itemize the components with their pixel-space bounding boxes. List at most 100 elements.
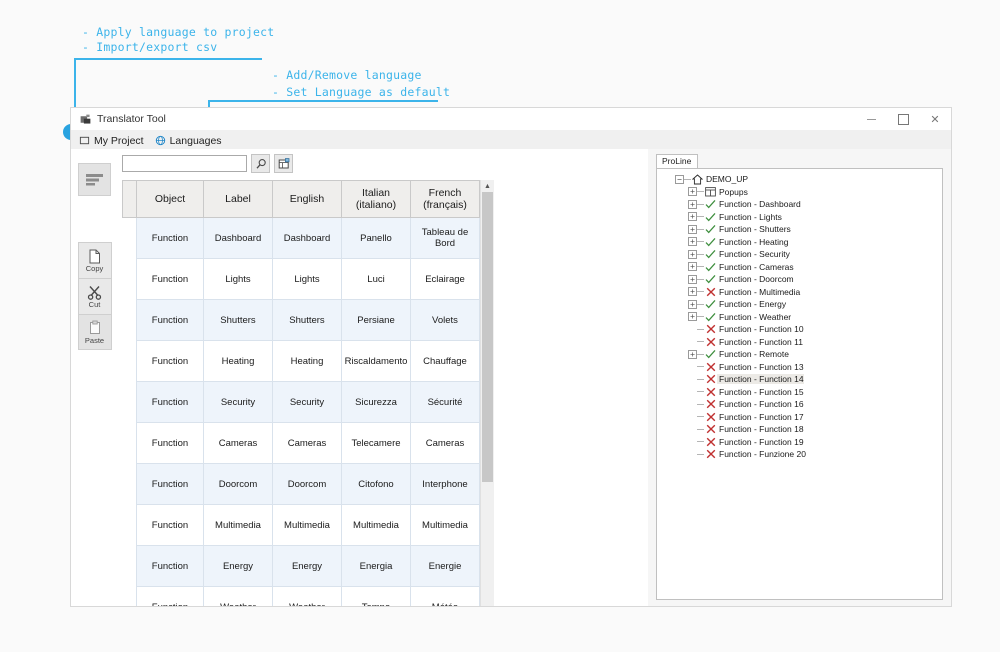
- table-cell[interactable]: Function: [136, 381, 204, 423]
- table-cell[interactable]: Doorcom: [272, 463, 342, 505]
- table-cell[interactable]: Multimedia: [341, 504, 411, 546]
- tree-node[interactable]: +Function - Security: [657, 248, 942, 261]
- table-cell[interactable]: Eclairage: [410, 258, 480, 300]
- search-input[interactable]: [122, 155, 247, 172]
- table-cell[interactable]: Security: [272, 381, 342, 423]
- tree-node[interactable]: Function - Function 14: [657, 373, 942, 386]
- tree-node[interactable]: Function - Function 15: [657, 386, 942, 399]
- table-cell[interactable]: Telecamere: [341, 422, 411, 464]
- table-cell[interactable]: Tableau de Bord: [410, 217, 480, 259]
- column-header-french[interactable]: French(français): [410, 180, 480, 218]
- row-selector-cell[interactable]: [122, 299, 137, 341]
- table-cell[interactable]: Function: [136, 340, 204, 382]
- row-selector-cell[interactable]: [122, 381, 137, 423]
- collapse-icon[interactable]: −: [675, 174, 684, 184]
- table-cell[interactable]: Cameras: [203, 422, 273, 464]
- table-cell[interactable]: Energia: [341, 545, 411, 587]
- expand-icon[interactable]: +: [688, 312, 697, 322]
- row-selector-cell[interactable]: [122, 340, 137, 382]
- column-header-object[interactable]: Object: [136, 180, 204, 218]
- tree-node[interactable]: +Function - Lights: [657, 211, 942, 224]
- table-cell[interactable]: Chauffage: [410, 340, 480, 382]
- table-cell[interactable]: Dashboard: [272, 217, 342, 259]
- table-cell[interactable]: Cameras: [410, 422, 480, 464]
- tree-node[interactable]: Function - Funzione 20: [657, 448, 942, 461]
- table-cell[interactable]: Security: [203, 381, 273, 423]
- expand-icon[interactable]: +: [688, 249, 697, 259]
- tree-node[interactable]: Function - Function 17: [657, 411, 942, 424]
- tree-node[interactable]: +Popups: [657, 186, 942, 199]
- scroll-thumb[interactable]: [482, 192, 493, 482]
- table-cell[interactable]: Doorcom: [203, 463, 273, 505]
- expand-icon[interactable]: +: [688, 262, 697, 272]
- expand-icon[interactable]: +: [688, 237, 697, 247]
- table-cell[interactable]: Volets: [410, 299, 480, 341]
- expand-icon[interactable]: +: [688, 287, 697, 297]
- table-cell[interactable]: Weather: [272, 586, 342, 606]
- expand-icon[interactable]: +: [688, 299, 697, 309]
- table-cell[interactable]: Interphone: [410, 463, 480, 505]
- table-cell[interactable]: Lights: [272, 258, 342, 300]
- row-selector-cell[interactable]: [122, 217, 137, 259]
- tree-node[interactable]: +Function - Weather: [657, 311, 942, 324]
- tree-node[interactable]: +Function - Remote: [657, 348, 942, 361]
- table-cell[interactable]: Shutters: [203, 299, 273, 341]
- table-cell[interactable]: Citofono: [341, 463, 411, 505]
- row-selector-cell[interactable]: [122, 422, 137, 464]
- tree-node[interactable]: −DEMO_UP: [657, 173, 942, 186]
- row-selector-cell[interactable]: [122, 586, 137, 606]
- row-selector-cell[interactable]: [122, 258, 137, 300]
- table-cell[interactable]: Persiane: [341, 299, 411, 341]
- table-cell[interactable]: Multimedia: [272, 504, 342, 546]
- table-cell[interactable]: Function: [136, 258, 204, 300]
- row-selector-cell[interactable]: [122, 504, 137, 546]
- minimize-button[interactable]: [855, 108, 887, 130]
- tree-node[interactable]: +Function - Cameras: [657, 261, 942, 274]
- table-scrollbar[interactable]: ▲: [480, 180, 494, 606]
- menu-item-my-project[interactable]: My Project: [77, 131, 153, 150]
- table-cell[interactable]: Weather: [203, 586, 273, 606]
- expand-icon[interactable]: +: [688, 224, 697, 234]
- tree-node[interactable]: +Function - Heating: [657, 236, 942, 249]
- column-header-english[interactable]: English: [272, 180, 342, 218]
- table-cell[interactable]: Sicurezza: [341, 381, 411, 423]
- table-cell[interactable]: Sécurité: [410, 381, 480, 423]
- tree-node[interactable]: Function - Function 19: [657, 436, 942, 449]
- table-cell[interactable]: Function: [136, 217, 204, 259]
- list-menu-button[interactable]: [78, 163, 111, 196]
- grid-view-button[interactable]: [274, 154, 293, 173]
- table-cell[interactable]: Luci: [341, 258, 411, 300]
- find-button[interactable]: [251, 154, 270, 173]
- tree-node[interactable]: +Function - Doorcom: [657, 273, 942, 286]
- table-cell[interactable]: Function: [136, 545, 204, 587]
- table-cell[interactable]: Météo: [410, 586, 480, 606]
- column-header-italian[interactable]: Italian(italiano): [341, 180, 411, 218]
- table-cell[interactable]: Energy: [203, 545, 273, 587]
- tree-node[interactable]: Function - Function 10: [657, 323, 942, 336]
- table-cell[interactable]: Function: [136, 504, 204, 546]
- table-cell[interactable]: Heating: [203, 340, 273, 382]
- tree-node[interactable]: Function - Function 18: [657, 423, 942, 436]
- tree-node[interactable]: +Function - Shutters: [657, 223, 942, 236]
- close-button[interactable]: ✕: [930, 113, 940, 126]
- copy-button[interactable]: Copy: [77, 242, 112, 278]
- expand-icon[interactable]: +: [688, 199, 697, 209]
- table-cell[interactable]: Function: [136, 422, 204, 464]
- table-cell[interactable]: Function: [136, 299, 204, 341]
- tree-node[interactable]: Function - Function 16: [657, 398, 942, 411]
- expand-icon[interactable]: +: [688, 349, 697, 359]
- table-cell[interactable]: Dashboard: [203, 217, 273, 259]
- table-cell[interactable]: Energy: [272, 545, 342, 587]
- table-cell[interactable]: Function: [136, 586, 204, 606]
- table-cell[interactable]: Heating: [272, 340, 342, 382]
- table-cell[interactable]: Cameras: [272, 422, 342, 464]
- menu-item-languages[interactable]: Languages: [153, 131, 231, 150]
- row-selector-cell[interactable]: [122, 545, 137, 587]
- tree-node[interactable]: +Function - Multimedia: [657, 286, 942, 299]
- row-selector-cell[interactable]: [122, 463, 137, 505]
